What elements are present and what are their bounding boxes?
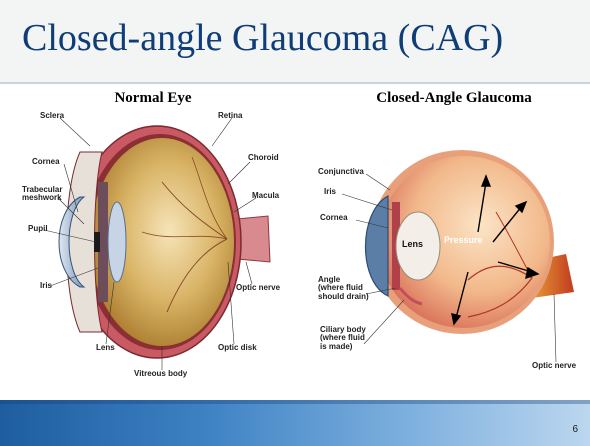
cag-label-optic-nerve: Optic nerve [532, 362, 576, 370]
slide-title: Closed-angle Glaucoma (CAG) [22, 16, 503, 60]
footer-band [0, 400, 590, 446]
cag-label-cornea: Cornea [320, 214, 348, 222]
label-sclera: Sclera [40, 112, 64, 120]
page-number: 6 [572, 424, 578, 435]
cag-heading: Closed-Angle Glaucoma [318, 90, 590, 107]
label-lens: Lens [96, 344, 115, 352]
label-vitreous: Vitreous body [134, 370, 187, 378]
cag-label-pressure: Pressure [444, 236, 483, 245]
title-band: Closed-angle Glaucoma (CAG) [0, 0, 590, 84]
label-pupil: Pupil [28, 225, 48, 233]
label-iris: Iris [40, 282, 52, 290]
cag-label-iris: Iris [324, 188, 336, 196]
normal-eye-heading: Normal Eye [22, 90, 284, 107]
label-retina: Retina [218, 112, 242, 120]
label-optic-nerve: Optic nerve [236, 284, 280, 292]
cag-label-angle: Angle (where fluid should drain) [318, 276, 369, 301]
normal-eye-panel: Normal Eye [22, 90, 284, 398]
label-trabecular: Trabecular meshwork [22, 186, 62, 203]
normal-eye-leaders [22, 112, 284, 398]
cag-label-conjunctiva: Conjunctiva [318, 168, 364, 176]
label-cornea: Cornea [32, 158, 60, 166]
cag-figure: Conjunctiva Iris Cornea Lens Pressure An… [318, 112, 590, 398]
cag-label-lens: Lens [402, 240, 423, 249]
footer-stripe [0, 400, 590, 404]
cag-leaders [318, 112, 590, 398]
cag-label-ciliary: Ciliary body (where fluid is made) [320, 326, 366, 351]
label-choroid: Choroid [248, 154, 279, 162]
label-optic-disk: Optic disk [218, 344, 257, 352]
normal-eye-figure: Sclera Retina Cornea Trabecular meshwork… [22, 112, 284, 398]
cag-panel: Closed-Angle Glaucoma [318, 90, 590, 398]
label-macula: Macula [252, 192, 279, 200]
